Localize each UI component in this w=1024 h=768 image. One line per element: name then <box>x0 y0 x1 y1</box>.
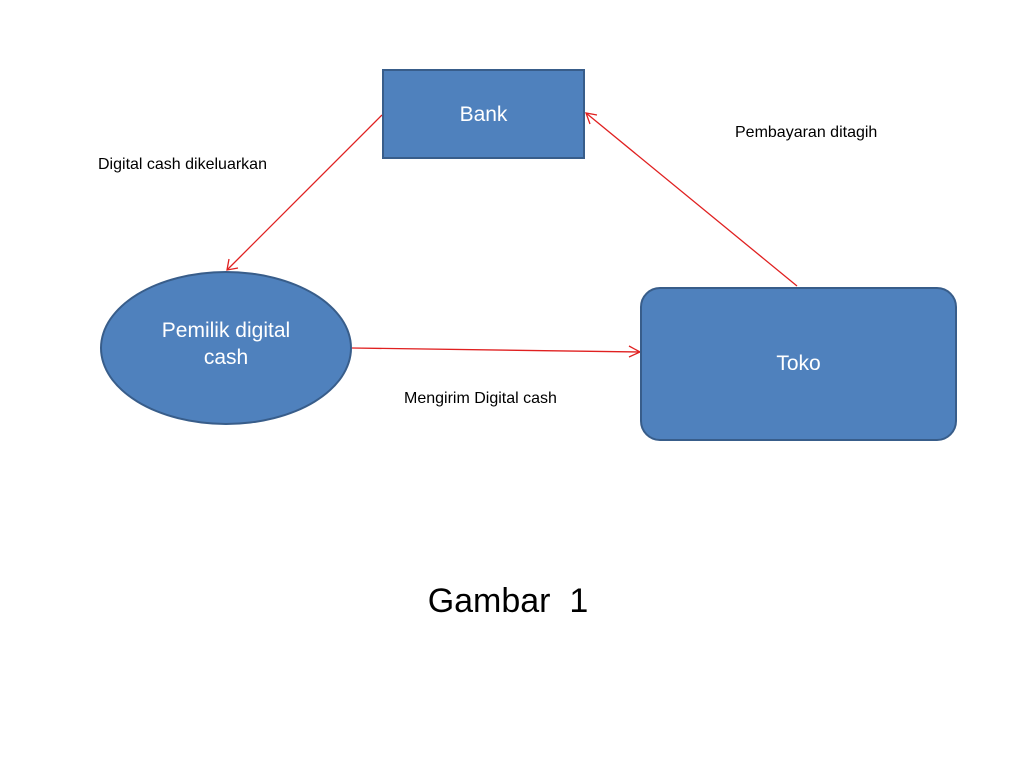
owner-node: Pemilik digital cash <box>100 271 352 425</box>
figure-caption: Gambar 1 <box>427 582 589 620</box>
bank-node-label: Bank <box>459 103 508 126</box>
arrow-shop-to-bank <box>585 112 798 287</box>
edge-label-issued: Digital cash dikeluarkan <box>98 156 267 173</box>
shop-node-label: Toko <box>776 352 821 376</box>
shop-node: Toko <box>640 287 957 441</box>
edge-label-send: Mengirim Digital cash <box>404 390 557 407</box>
arrow-owner-to-shop <box>351 345 642 358</box>
edge-label-billed: Pembayaran ditagih <box>735 124 878 141</box>
bank-node: Bank <box>382 69 585 159</box>
owner-node-label: Pemilik digital cash <box>161 318 291 369</box>
arrow-bank-to-owner <box>226 114 383 271</box>
